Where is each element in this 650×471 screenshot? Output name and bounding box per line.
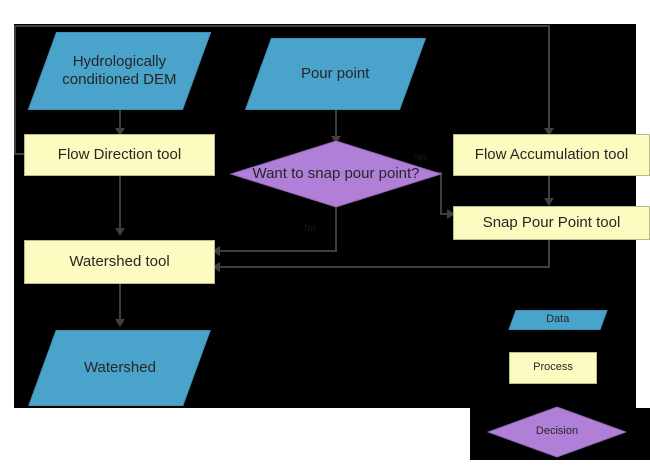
connector-no-down: [335, 207, 337, 252]
legend-data-shape: Data: [508, 310, 608, 330]
arrow-pour-point-to-decision: [331, 136, 341, 144]
legend-label-data: Data: [546, 313, 570, 326]
arrow-yes-into-snap-pour-point: [447, 209, 463, 219]
connector-pourpoint-to-decision: [335, 110, 337, 140]
connector-dem-to-flowdir: [119, 110, 121, 132]
arrow-flow-direction-to-watershed-tool: [115, 228, 125, 236]
decision-diamond-shape: [230, 140, 442, 208]
connector-down-to-flowaccum: [548, 25, 550, 131]
connector-watershedtool-to-watershed: [119, 283, 121, 323]
connector-flowdir-to-watershedtool: [119, 176, 121, 232]
legend-label-decision: Decision: [535, 425, 579, 438]
edge-label-no: No: [304, 223, 316, 233]
connector-snap-down: [548, 239, 550, 268]
node-flow-direction-tool[interactable]: Flow Direction tool: [24, 134, 215, 176]
connector-snap-left: [216, 266, 550, 268]
arrow-dem-to-flow-direction: [115, 128, 125, 136]
node-flow-accumulation-tool[interactable]: Flow Accumulation tool: [453, 134, 650, 176]
node-label-snap-pour-point: Snap Pour Point tool: [482, 213, 621, 231]
node-label-flow-accumulation: Flow Accumulation tool: [474, 145, 629, 163]
legend-label-process: Process: [533, 361, 573, 374]
node-snap-pour-point-tool[interactable]: Snap Pour Point tool: [453, 206, 650, 240]
connector-flowaccum-to-snap: [548, 176, 550, 202]
node-label-decision: Want to snap pour point?: [252, 164, 420, 182]
node-watershed-tool[interactable]: Watershed tool: [24, 240, 215, 284]
arrow-watershed-tool-to-watershed: [115, 319, 125, 327]
arrow-snap-into-watershed-tool: [212, 262, 220, 272]
legend-decision-diamond: [487, 406, 627, 458]
connector-no-left: [216, 250, 337, 252]
edge-label-yes: Yes: [413, 152, 428, 162]
node-label-watershed-tool: Watershed tool: [69, 252, 170, 270]
arrow-no-into-watershed-tool: [212, 246, 220, 256]
node-label-watershed: Watershed: [83, 358, 156, 376]
arrow-flow-accumulation-to-snap: [544, 198, 554, 206]
node-decision-snap-pour-point[interactable]: Want to snap pour point?: [230, 140, 442, 208]
connector-yes-into-snap: [440, 213, 453, 215]
legend-decision-shape: Decision: [487, 406, 627, 458]
node-label-pour-point: Pour point: [301, 64, 370, 82]
node-hydrologically-conditioned-dem[interactable]: Hydrologically conditioned DEM: [27, 32, 212, 110]
node-label-hydro-dem: Hydrologically conditioned DEM: [62, 52, 177, 88]
legend-process-shape: Process: [509, 352, 597, 384]
connector-yes-down: [440, 172, 442, 215]
connector-top-rail: [14, 25, 550, 27]
connector-left-down: [14, 25, 16, 155]
node-pour-point[interactable]: Pour point: [244, 38, 427, 110]
node-label-flow-direction: Flow Direction tool: [57, 145, 182, 163]
connector-left-into-flowdir: [14, 153, 28, 155]
node-watershed-output[interactable]: Watershed: [28, 330, 211, 406]
arrow-into-flow-accumulation: [544, 128, 554, 136]
